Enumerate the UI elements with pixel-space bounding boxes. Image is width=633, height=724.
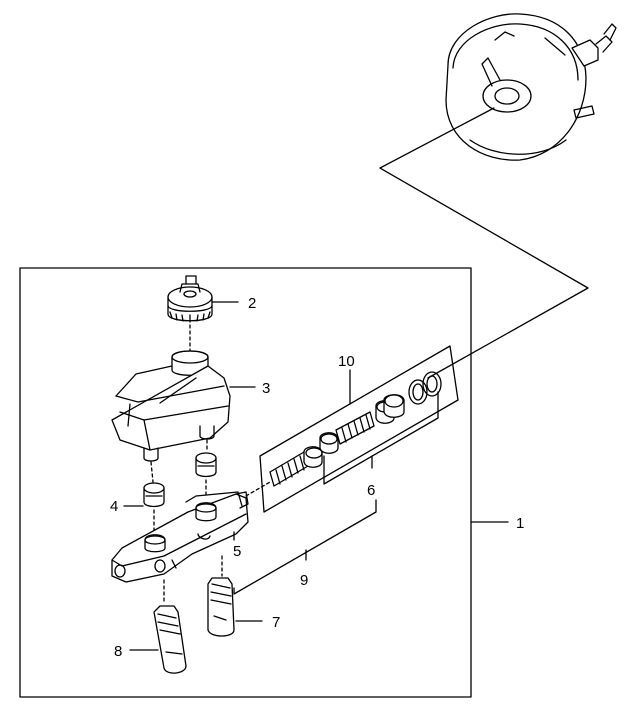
callout-3: 3 <box>262 380 270 397</box>
bore-centerline <box>245 481 271 497</box>
grommet-centerlines <box>150 439 208 534</box>
callout-5: 5 <box>233 543 241 560</box>
booster-connector-line <box>379 107 589 379</box>
assembly-frame <box>19 267 472 698</box>
callout-7: 7 <box>272 614 280 631</box>
tube-fitting-rear <box>207 577 235 637</box>
tube-fitting-front <box>153 605 187 674</box>
callout-labels: 1 2 3 4 5 6 7 8 9 10 <box>110 295 524 660</box>
master-cylinder-body <box>111 491 249 583</box>
callout-10: 10 <box>338 353 355 370</box>
primary-piston <box>319 394 405 454</box>
brake-booster <box>445 13 617 161</box>
callout-6: 6 <box>367 482 375 499</box>
secondary-piston <box>303 446 323 468</box>
callout-9: 9 <box>300 572 308 589</box>
snap-ring-and-washer <box>408 371 442 405</box>
callout-1: 1 <box>516 515 524 532</box>
reservoir-cap <box>167 275 213 323</box>
kit-9-bracket <box>233 499 377 595</box>
callout-2: 2 <box>248 295 256 312</box>
grommet-front <box>143 482 165 508</box>
piston-kit-frame <box>259 345 459 513</box>
callout-4: 4 <box>110 498 118 515</box>
secondary-spring <box>269 451 309 487</box>
kit-6-bracket <box>323 391 439 485</box>
callout-8: 8 <box>114 643 122 660</box>
reservoir-body <box>111 350 231 462</box>
grommet-rear <box>195 452 217 478</box>
primary-spring <box>335 411 375 445</box>
